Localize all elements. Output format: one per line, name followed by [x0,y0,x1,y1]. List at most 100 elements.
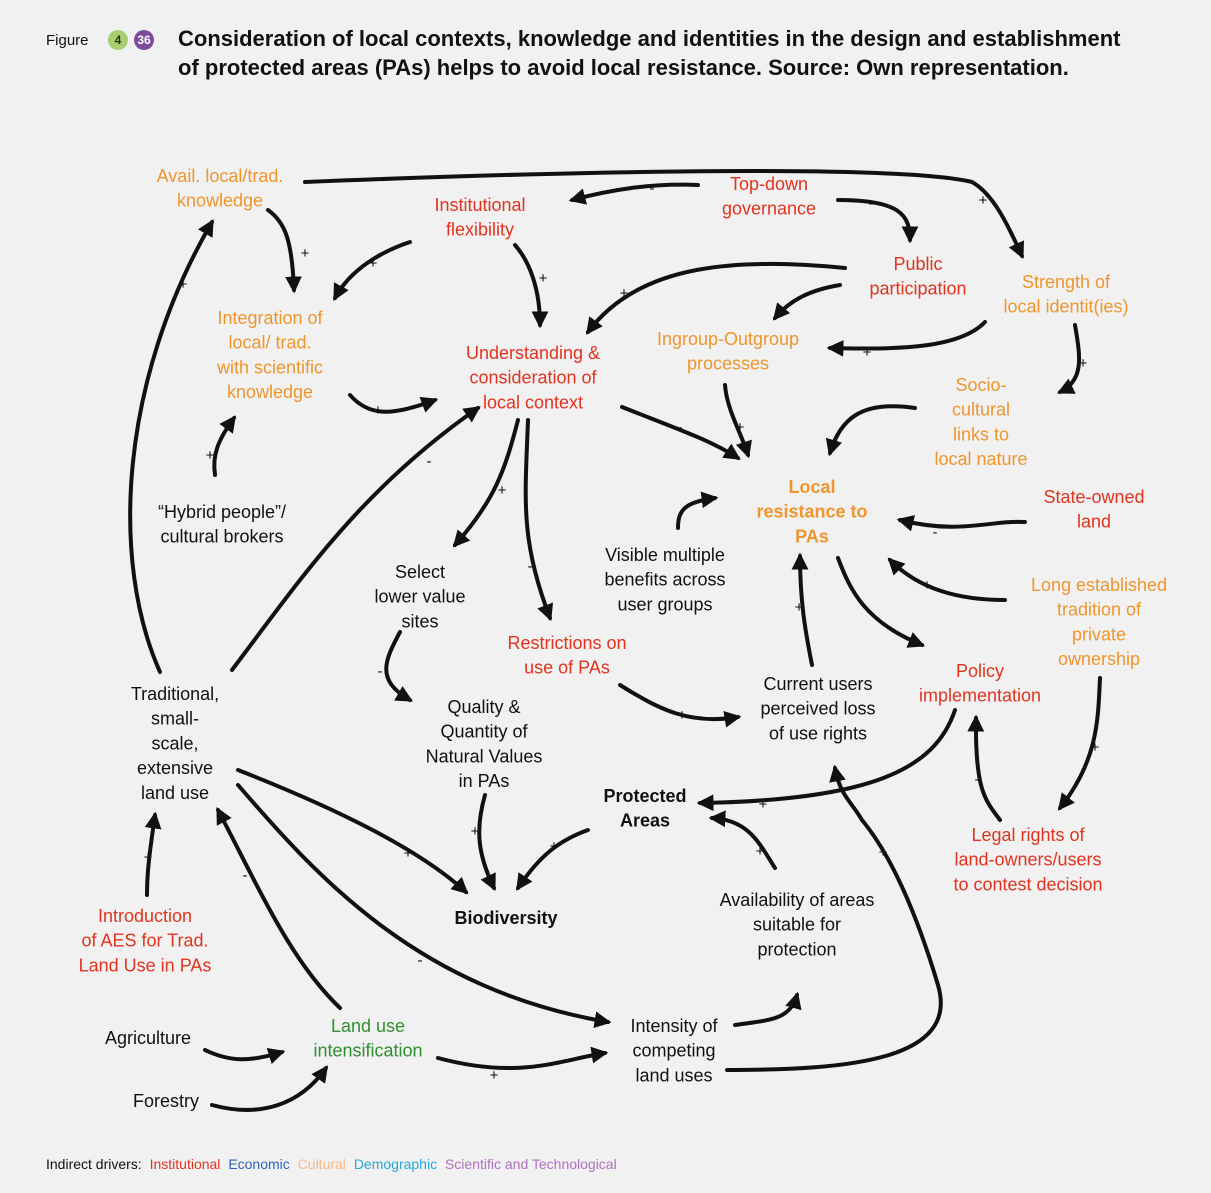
link-intensification-to-traditional [216,807,342,1010]
positive-sign: + [490,1067,499,1084]
link-traditional-to-understanding [230,406,481,672]
node-label-line: Visible multiple [605,545,725,565]
positive-sign: + [404,845,413,862]
link-top-down-to-participation [836,198,919,244]
node-label-line: knowledge [177,191,263,211]
node-label-line: implementation [919,686,1041,706]
negative-sign: - [678,419,683,436]
link-state-owned-to-resistance [896,515,1027,532]
negative-sign: - [418,952,423,969]
positive-sign: + [179,276,188,293]
figure-caption: Consideration of local contexts, knowled… [178,26,1121,80]
node-label-line: participation [869,279,966,299]
node-label-line: Strength of [1022,272,1111,292]
node-label-line: governance [722,199,816,219]
positive-sign: + [206,447,215,464]
node-label-line: Intensity of [630,1016,718,1036]
node-label-line: land use [141,783,209,803]
legend-item-demographic: Demographic [353,1156,438,1172]
node-label-line: Biodiversity [454,908,557,928]
link-agriculture-to-intensification [203,1047,286,1065]
figure-label: Figure [46,32,89,49]
negative-sign: - [650,180,655,197]
positive-sign: + [301,245,310,262]
link-participation-to-understanding [585,261,847,335]
chapter-badge: 4 [108,30,128,50]
negative-sign: - [683,499,688,516]
node-label-line: with scientific [216,357,323,377]
node-label-line: Legal rights of [971,825,1085,845]
link-intensification-to-intensity [436,1046,609,1071]
node-label-line: Socio- [955,375,1006,395]
node-label-line: local identit(ies) [1003,297,1128,317]
node-label-line: lower value [374,587,465,607]
link-traditional-to-intensity [236,783,612,1029]
node-label-line: “Hybrid people”/ [158,502,286,522]
node-label-line: Integration of [217,308,323,328]
positive-sign: + [756,843,765,860]
negative-sign: - [860,595,865,612]
node-label-line: Quality & [447,697,520,717]
node-label-line: Restrictions on [507,633,626,653]
negative-sign: - [243,867,248,884]
node-label-line: Traditional, [131,684,219,704]
node-label-line: Quantity of [440,722,528,742]
node-label-line: flexibility [446,220,514,240]
node-label-line: Top-down [730,174,808,194]
node-label-line: Public [893,254,942,274]
legend-title: Indirect drivers: [46,1156,142,1172]
node-label-line: benefits across [604,570,725,590]
link-ingroup-to-resistance [723,383,752,459]
legend-item-scientific: Scientific and Technological [444,1156,617,1172]
node-label-line: to contest decision [953,874,1102,894]
node-hybrid: “Hybrid people”/cultural brokers [158,502,286,547]
link-forestry-to-intensification [210,1065,328,1112]
positive-sign: + [374,402,383,419]
negative-sign: - [378,663,383,680]
positive-sign: + [759,796,768,813]
link-understanding-to-restrictions [523,418,554,622]
legend: Indirect drivers: Institutional Economic… [46,1156,621,1172]
link-policy-to-protected-areas [696,708,957,812]
node-label-line: Areas [620,811,670,831]
node-label-line: State-owned [1043,487,1144,507]
node-label-line: land uses [635,1065,712,1085]
node-label-line: Natural Values [426,746,543,766]
link-avail-knowledge-to-strength [303,169,1024,260]
node-label-line: Agriculture [105,1028,191,1048]
causal-links [128,169,1102,1112]
link-quality-to-biodiversity [477,793,496,892]
node-label-line: links to [953,424,1009,444]
node-label-line: Select [395,562,445,582]
link-integration-to-understanding [348,393,439,414]
link-traditional-to-biodiversity [236,768,469,895]
node-label-line: of use rights [769,723,867,743]
node-label-line: Ingroup-Outgroup [657,329,799,349]
node-label-line: perceived loss [760,699,875,719]
link-polarity-signs: ++++--+-++++-+-+----+-++-+-++++--++-+++ [144,180,1100,1084]
node-label-line: small- [151,709,199,729]
node-top-down: Top-down governance [722,174,816,219]
negative-sign: - [846,412,851,429]
node-agriculture: Agriculture [105,1028,191,1048]
link-sociocultural-to-resistance [825,404,917,457]
negative-sign: - [783,1005,788,1022]
negative-sign: - [869,195,874,212]
node-label-line: local/ trad. [228,333,311,353]
negative-sign: - [933,524,938,541]
node-label-line: Introduction [98,906,192,926]
node-label-line: extensive [137,758,213,778]
